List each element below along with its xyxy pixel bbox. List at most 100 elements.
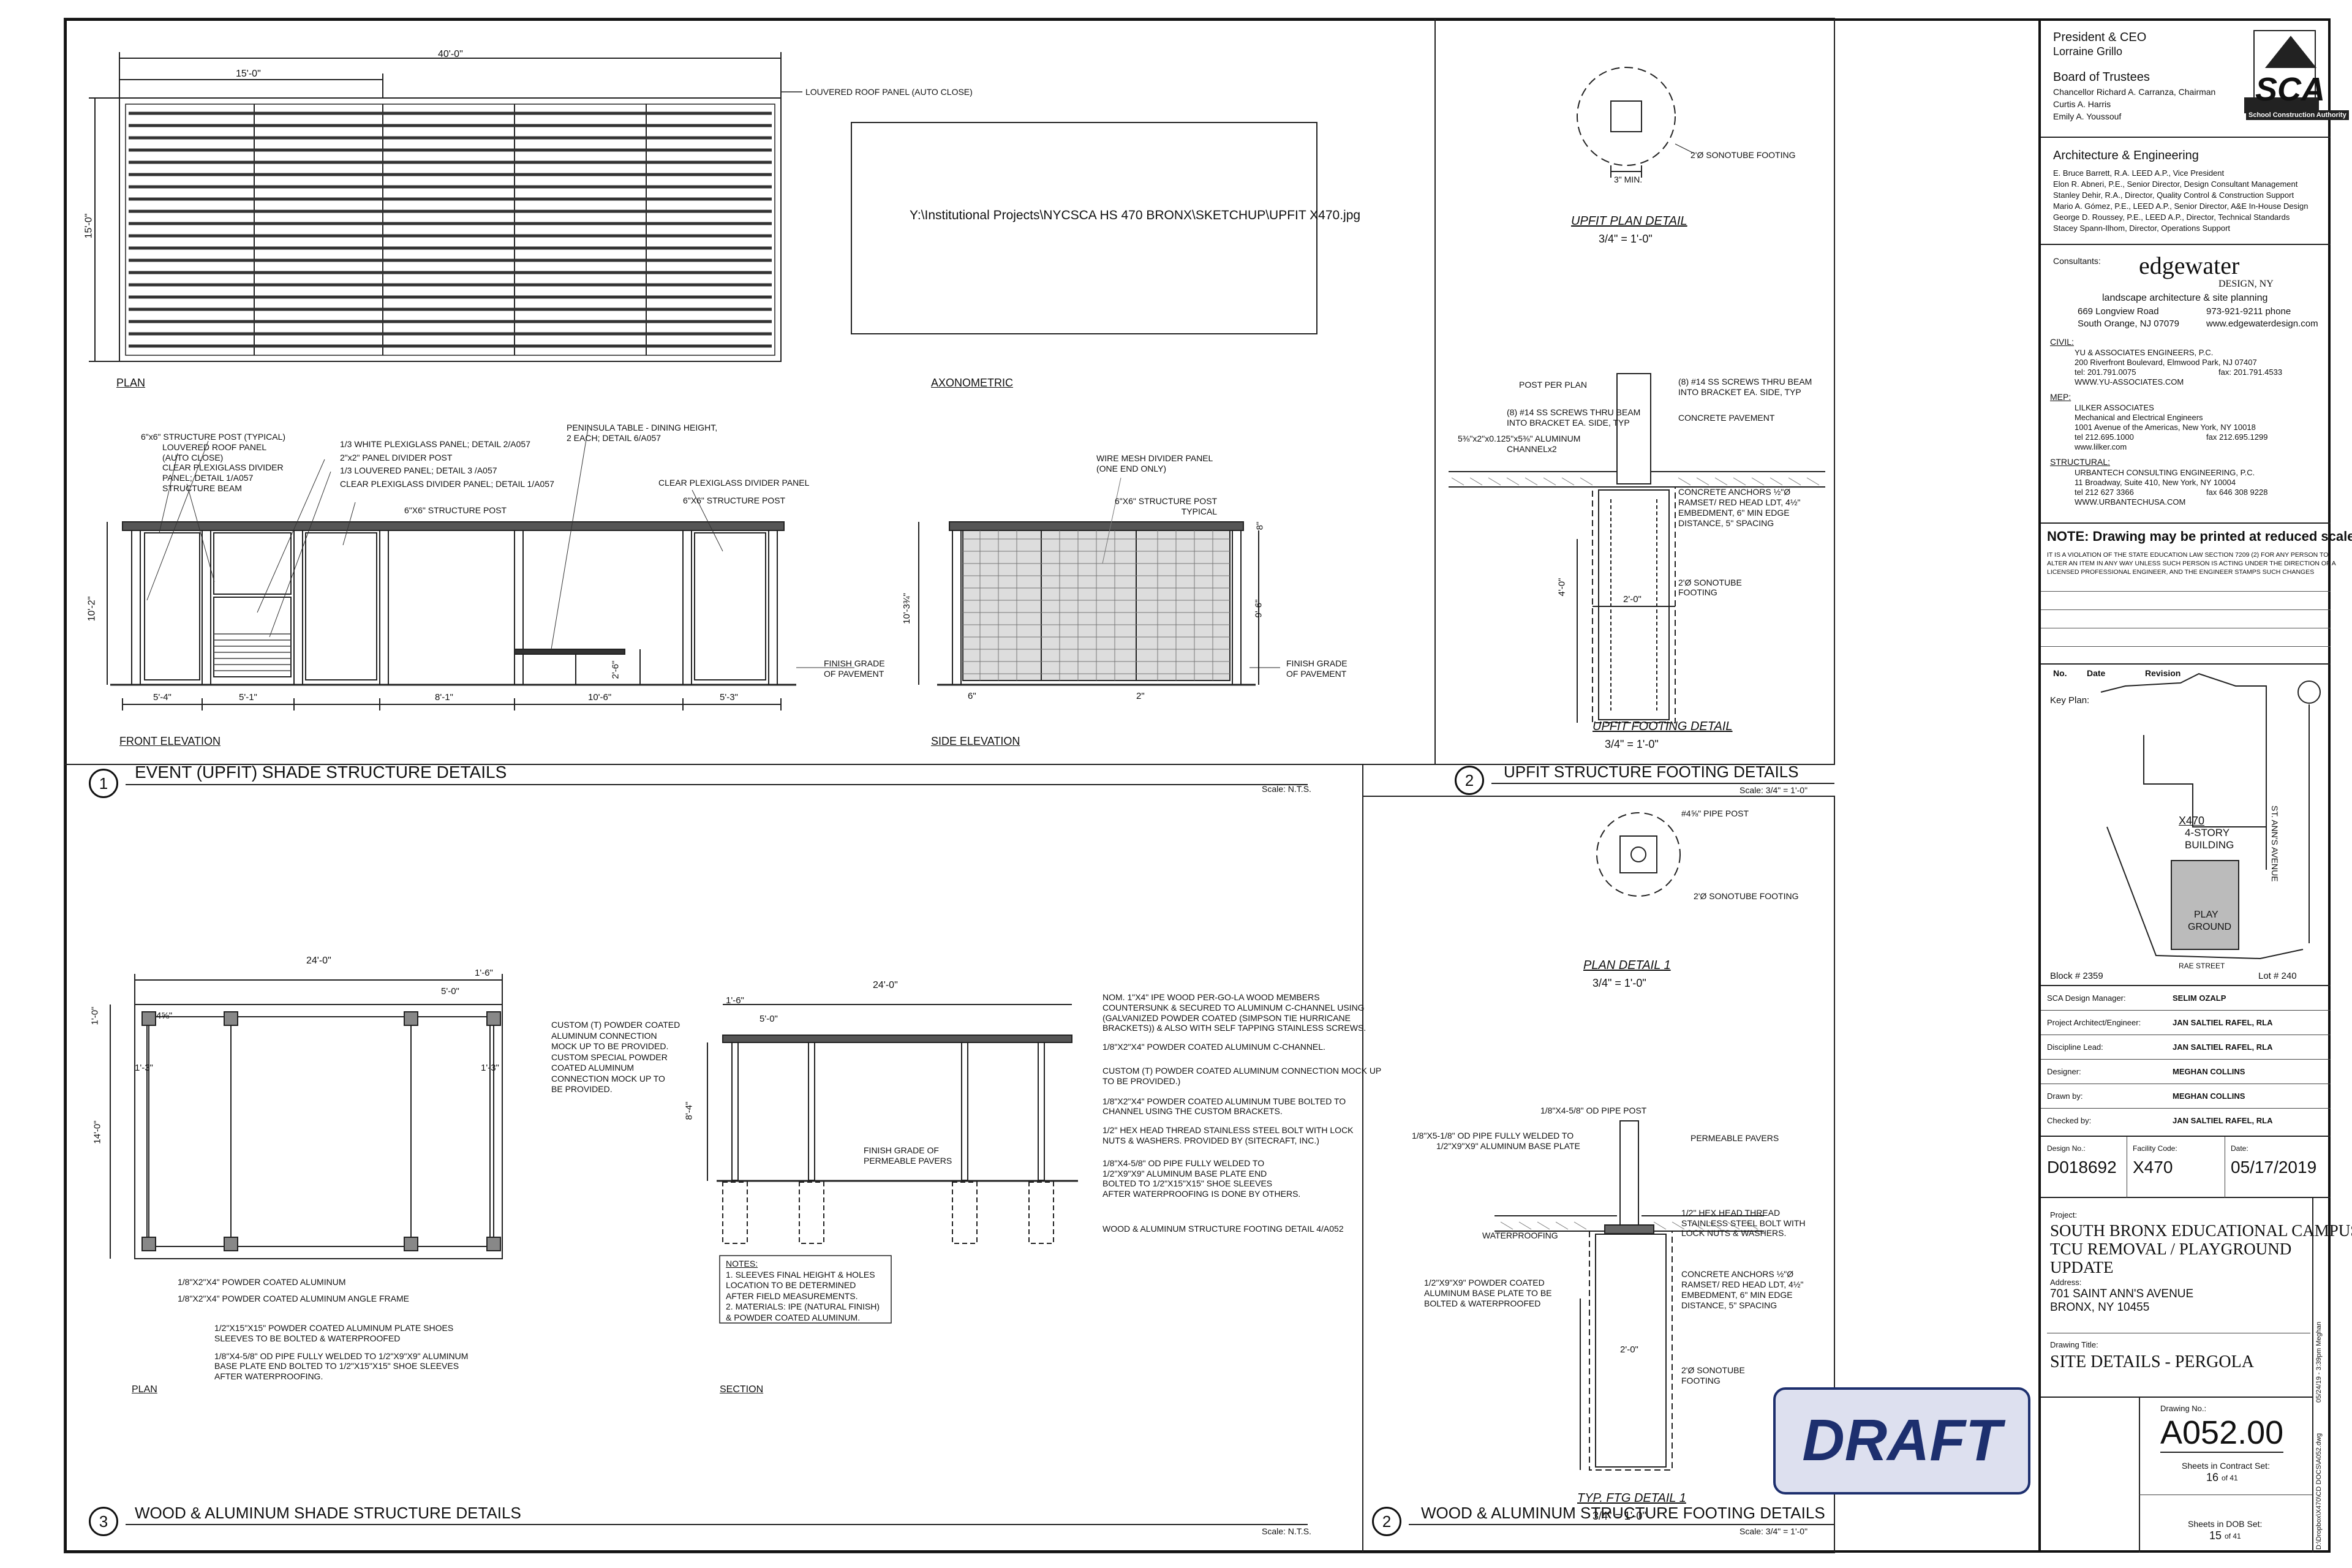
front-notes-right: CLEAR PLEXIGLASS DIVIDER PANEL 6"X6" STR… bbox=[658, 478, 810, 505]
detail-number-2: 2 bbox=[1455, 766, 1484, 795]
dim-f4: 10'-6" bbox=[588, 692, 612, 703]
tb-keyplan-section: Key Plan: X470 4-STORY BUILDING PLAY GRO… bbox=[2041, 665, 2331, 986]
dim-bay: 15'-0" bbox=[236, 69, 261, 79]
note-sonotube-plan: 2'Ø SONOTUBE FOOTING bbox=[1691, 150, 1796, 160]
dim-depth: 15'-0" bbox=[83, 213, 94, 239]
panel-4-title-rule bbox=[1409, 1524, 1834, 1525]
tb-ae-section: Architecture & Engineering E. Bruce Barr… bbox=[2041, 138, 2331, 245]
pergola-section-drawing bbox=[707, 1004, 1078, 1324]
detail-number-3: 3 bbox=[89, 1507, 118, 1536]
drawing-number: A052.00 bbox=[2160, 1414, 2284, 1453]
upfit-dim-width: 2'-0" bbox=[1623, 594, 1642, 605]
upfit-footing-caption: UPFIT FOOTING DETAIL bbox=[1593, 720, 1733, 733]
note-wire-mesh: WIRE MESH DIVIDER PANEL(ONE END ONLY) bbox=[1096, 453, 1213, 473]
plan-caption: PLAN bbox=[116, 377, 146, 389]
note-louvered-roof: LOUVERED ROOF PANEL (AUTO CLOSE) bbox=[805, 87, 973, 97]
draft-stamp: DRAFT bbox=[1773, 1387, 2030, 1494]
dim-f1: 5'-4" bbox=[153, 692, 172, 703]
note-structure-post: 6"X6" STRUCTURE POST bbox=[404, 505, 507, 515]
dim-side-s1: 6" bbox=[968, 691, 976, 701]
p3-dim-c: 1'-0" bbox=[89, 1006, 100, 1025]
p3-notes-section: NOM. 1"X4" IPE WOOD PER-GO-LA WOOD MEMBE… bbox=[1102, 992, 1382, 1234]
upfit-plan-scale: 3/4" = 1'-0" bbox=[1599, 233, 1653, 245]
panel-3-scale: Scale: N.T.S. bbox=[1262, 1526, 1311, 1536]
p4-plan-caption: PLAN DETAIL 1 bbox=[1583, 959, 1671, 972]
panel-2-title-rule bbox=[1491, 783, 1834, 784]
front-notes-left: 6"x6" STRUCTURE POST (TYPICAL) LOUVERED … bbox=[141, 432, 286, 493]
front-notes-center: 1/3 WHITE PLEXIGLASS PANEL; DETAIL 2/A05… bbox=[340, 439, 554, 489]
upfit-plan-caption: UPFIT PLAN DETAIL bbox=[1571, 214, 1687, 228]
p3-section-dim-a: 1'-6" bbox=[726, 995, 744, 1006]
project-name-2: TCU REMOVAL / PLAYGROUND bbox=[2050, 1240, 2292, 1258]
design-number: D018692 bbox=[2047, 1158, 2117, 1177]
dim-side-height: 10'-3¾" bbox=[901, 593, 912, 624]
tb-notes-section: NOTE: Drawing may be printed at reduced … bbox=[2041, 524, 2352, 678]
dim-f3: 8'-1" bbox=[435, 692, 453, 703]
drawing-title: SITE DETAILS - PERGOLA bbox=[2050, 1352, 2254, 1371]
panel-3-title: WOOD & ALUMINUM SHADE STRUCTURE DETAILS bbox=[135, 1504, 521, 1522]
dim-side-top: 8" bbox=[1254, 521, 1265, 530]
p3-section-dim-w: 24'-0" bbox=[873, 980, 898, 990]
drawing-date: 05/17/2019 bbox=[2231, 1158, 2317, 1177]
roof-plan-drawing bbox=[89, 52, 782, 362]
p3-section-dim-b: 5'-0" bbox=[760, 1014, 778, 1024]
detail-number-1: 1 bbox=[89, 769, 118, 798]
upfit-footing-detail bbox=[1449, 373, 1825, 723]
p4-note-pipe-post: #4⅝" PIPE POST bbox=[1681, 809, 1749, 818]
dim-f5: 5'-3" bbox=[720, 692, 738, 703]
contract-sheet-number: 16 bbox=[2206, 1471, 2219, 1483]
key-plan-map bbox=[2100, 673, 2321, 960]
upfit-plan-detail bbox=[1577, 67, 1694, 178]
pergola-plan-drawing bbox=[110, 974, 503, 1259]
tb-project-section: Project: SOUTH BRONX EDUCATIONAL CAMPUS … bbox=[2041, 1198, 2352, 1397]
dim-side-s2: 2" bbox=[1136, 691, 1145, 701]
panel-1-scale: Scale: N.T.S. bbox=[1262, 784, 1311, 794]
edgewater-logo: edgewater bbox=[2139, 252, 2240, 279]
sheet-border bbox=[64, 18, 2331, 1553]
panel-4-scale: Scale: 3/4" = 1'-0" bbox=[1740, 1526, 1808, 1536]
upfit-notes-left: POST PER PLAN (8) #14 SS SCREWS THRU BEA… bbox=[1458, 380, 1641, 454]
p3-section-caption: SECTION bbox=[720, 1384, 764, 1395]
axonometric-image-path: Y:\Institutional Projects\NYCSCA HS 470 … bbox=[910, 208, 1361, 222]
axonometric-caption: AXONOMETRIC bbox=[931, 377, 1014, 389]
upfit-notes-right: (8) #14 SS SCREWS THRU BEAM INTO BRACKET… bbox=[1678, 377, 1812, 598]
p3-section-dim-f: 8'-4" bbox=[684, 1101, 695, 1120]
dim-f2: 5'-1" bbox=[239, 692, 257, 703]
p4-ftg-caption: TYP. FTG DETAIL 1 bbox=[1577, 1491, 1686, 1505]
facility-code: X470 bbox=[2133, 1158, 2173, 1177]
dim-3-min: 3" MIN. bbox=[1614, 175, 1643, 184]
detail-number-4: 2 bbox=[1372, 1507, 1401, 1536]
dob-sheet-number: 15 bbox=[2209, 1529, 2222, 1542]
p3-plan-caption: PLAN bbox=[132, 1384, 157, 1395]
p4-notes-left: 1/8"X4-5/8" OD PIPE POST 1/8"X5-1/8" OD … bbox=[1412, 1106, 1647, 1308]
front-elevation-caption: FRONT ELEVATION bbox=[119, 735, 221, 747]
p3-dim-a: 1'-6" bbox=[475, 968, 493, 978]
project-name-1: SOUTH BRONX EDUCATIONAL CAMPUS bbox=[2050, 1221, 2352, 1240]
tb-ids-section: Design No.: D018692 Facility Code: X470 … bbox=[2041, 1137, 2331, 1198]
p4-dim-width: 2'-0" bbox=[1620, 1344, 1638, 1355]
dim-height: 10'-2" bbox=[86, 596, 97, 622]
p3-dim-b: 5'-0" bbox=[441, 986, 459, 997]
panel-1-title: EVENT (UPFIT) SHADE STRUCTURE DETAILS bbox=[135, 763, 507, 782]
titleblock-logo-graphic bbox=[2244, 30, 2319, 113]
tb-sca-section: President & CEO Lorraine Grillo Board of… bbox=[2041, 18, 2349, 138]
p3-notes-plan-bottom2: 1/2"X15"X15" POWDER COATED ALUMINUM PLAT… bbox=[214, 1323, 469, 1382]
dim-table-height: 2'-6" bbox=[610, 660, 621, 679]
side-elevation-drawing bbox=[918, 521, 1280, 686]
upfit-footing-scale: 3/4" = 1'-0" bbox=[1605, 738, 1659, 750]
p4-note-sonotube: 2'Ø SONOTUBE FOOTING bbox=[1694, 891, 1799, 901]
p4-ftg-scale: 3/4" = 1'-0" bbox=[1593, 1510, 1646, 1522]
p3-dim-w: 24'-0" bbox=[306, 956, 331, 966]
side-elevation-caption: SIDE ELEVATION bbox=[931, 735, 1020, 747]
note-peninsula-table: PENINSULA TABLE - DINING HEIGHT, 2 EACH;… bbox=[567, 423, 718, 443]
title-block: President & CEO Lorraine Grillo Board of… bbox=[2038, 18, 2352, 1553]
louver-slats bbox=[129, 111, 772, 348]
p3-dim-d: 1'-3" bbox=[135, 1063, 153, 1073]
